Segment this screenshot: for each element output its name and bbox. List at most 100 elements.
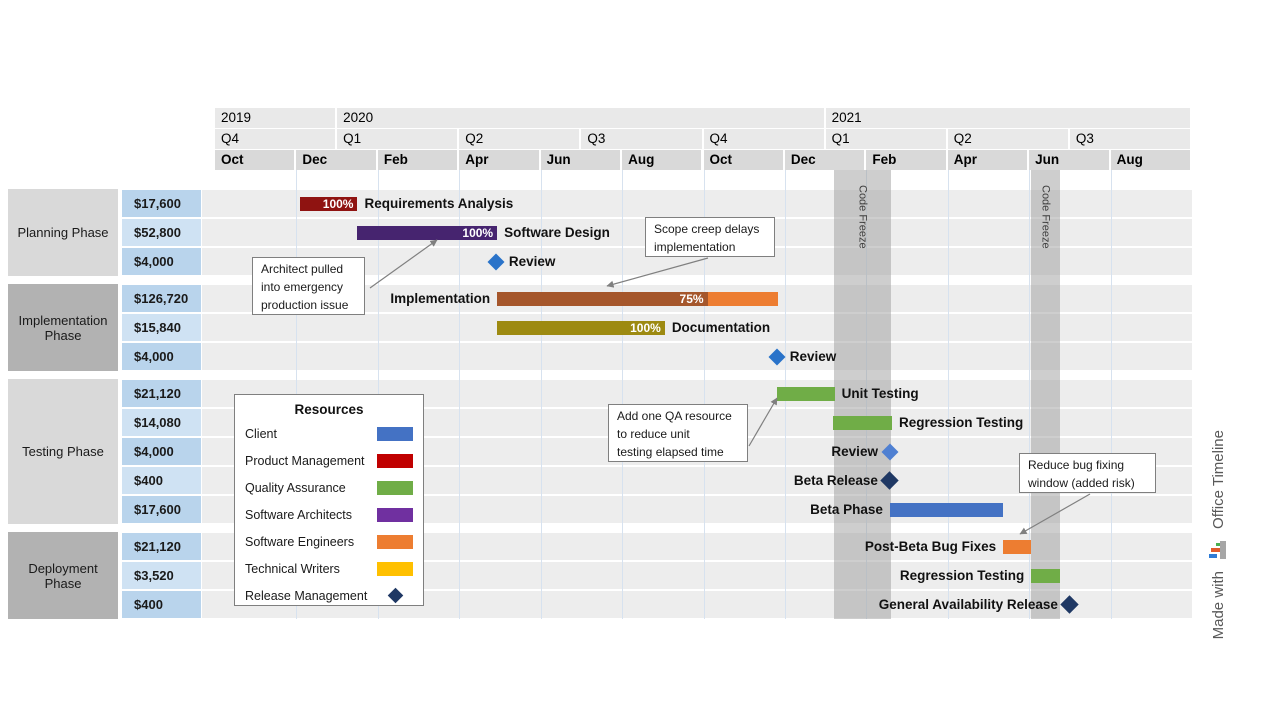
quarter-cell: Q3	[1069, 129, 1190, 149]
code-freeze-label: Code Freeze	[856, 185, 869, 249]
legend-item: Release Management	[235, 582, 423, 609]
color-swatch	[377, 534, 413, 549]
month-cell: Feb	[866, 150, 946, 170]
legend-swatch-zone	[377, 561, 413, 576]
task-bar[interactable]	[357, 225, 498, 240]
phase-label: Planning Phase	[8, 189, 118, 276]
month-cell: Apr	[459, 150, 539, 170]
legend-swatch-zone	[377, 453, 413, 468]
quarter-cell: Q2	[947, 129, 1068, 149]
row-stripe	[202, 189, 1192, 218]
phase-label: Implementation Phase	[8, 284, 118, 371]
task-label: Regression Testing	[898, 415, 1024, 430]
legend-swatch-zone	[377, 480, 413, 495]
legend-item: Product Management	[235, 447, 423, 474]
month-cell: Oct	[703, 150, 783, 170]
legend-swatch-zone	[377, 587, 413, 604]
quarter-cell: Q4	[215, 129, 336, 149]
task-bar[interactable]	[1003, 539, 1032, 554]
callout-line: Scope creep delays	[654, 222, 760, 236]
year-cell: 2019	[215, 108, 336, 128]
cost-cell: $4,000	[122, 247, 201, 276]
percent-complete-label: 100%	[630, 320, 661, 335]
color-swatch	[377, 426, 413, 441]
color-swatch	[377, 507, 413, 522]
month-cell: Aug	[622, 150, 702, 170]
month-cell: Jun	[1029, 150, 1109, 170]
callout-line: production issue	[261, 298, 349, 312]
quarter-cell: Q3	[581, 129, 702, 149]
legend-item-label: Technical Writers	[245, 561, 340, 576]
task-bar[interactable]	[776, 386, 835, 401]
cost-cell: $17,600	[122, 189, 201, 218]
year-cell: 2020	[337, 108, 824, 128]
legend-item: Technical Writers	[235, 555, 423, 582]
legend-title: Resources	[294, 402, 364, 417]
percent-complete-label: 100%	[462, 225, 494, 240]
cost-cell: $15,840	[122, 313, 201, 342]
cost-cell: $21,120	[122, 532, 201, 561]
phase-label: Deployment Phase	[8, 532, 118, 619]
cost-cell: $400	[122, 466, 201, 495]
row-stripe	[202, 342, 1192, 371]
phase-name: Implementation Phase	[18, 312, 108, 343]
legend-item-label: Quality Assurance	[245, 480, 346, 495]
callout-line: Add one QA resource	[617, 409, 732, 423]
percent-complete-label: 75%	[679, 291, 704, 306]
month-cell: Jun	[540, 150, 621, 170]
legend-swatch-zone	[377, 534, 413, 549]
cost-cell: $52,800	[122, 218, 201, 247]
percent-complete-label: 100%	[322, 196, 354, 211]
quarter-cell: Q1	[337, 129, 458, 149]
quarter-gridline	[1029, 170, 1031, 619]
color-swatch	[377, 453, 413, 468]
watermark: Office Timeline Made with	[1200, 380, 1236, 690]
legend-item-label: Release Management	[245, 588, 368, 603]
callout-line: Reduce bug fixing	[1028, 458, 1125, 472]
quarter-gridline	[459, 170, 461, 619]
month-cell: Oct	[215, 150, 295, 170]
color-swatch	[377, 561, 413, 576]
legend-item: Quality Assurance	[235, 474, 423, 501]
bar-chart-icon	[1209, 541, 1226, 560]
milestone-label: Review	[789, 349, 837, 364]
color-swatch	[377, 480, 413, 495]
month-cell: Dec	[784, 150, 865, 170]
legend-item-label: Software Engineers	[245, 534, 355, 549]
task-bar[interactable]	[832, 415, 892, 430]
phase-label: Testing Phase	[8, 379, 118, 524]
task-bar[interactable]	[889, 502, 1004, 517]
callout-qa_resource[interactable]: Add one QA resource to reduce unit testing…	[608, 404, 748, 462]
milestone-label: Review	[508, 254, 556, 269]
legend-item: Client	[235, 420, 423, 447]
task-bar-completed	[497, 291, 708, 306]
legend-swatch-zone	[377, 507, 413, 522]
month-cell: Apr	[947, 150, 1028, 170]
task-bar[interactable]	[497, 320, 665, 335]
task-label: Post-Beta Bug Fixes	[864, 539, 997, 554]
task-bar[interactable]	[1031, 568, 1061, 583]
diamond-icon	[387, 587, 403, 604]
quarter-gridline	[703, 170, 705, 619]
code-freeze-band: Code Freeze	[1031, 170, 1060, 619]
quarter-cell: Q1	[825, 129, 946, 149]
cost-cell: $21,120	[122, 379, 201, 408]
cost-cell: $3,520	[122, 561, 201, 590]
phase-name: Testing Phase	[22, 444, 104, 459]
quarter-cell: Q4	[703, 129, 824, 149]
quarter-gridline	[622, 170, 624, 619]
cost-cell: $400	[122, 590, 201, 619]
month-cell: Feb	[377, 150, 458, 170]
callout-line: testing elapsed time	[617, 445, 724, 459]
task-bar[interactable]	[300, 196, 358, 211]
callout-line: to reduce unit	[617, 427, 690, 441]
cost-cell: $17,600	[122, 495, 201, 524]
legend-item: Software Engineers	[235, 528, 423, 555]
code-freeze-band: Code Freeze	[833, 170, 891, 619]
quarter-gridline	[1110, 170, 1112, 619]
quarter-gridline	[540, 170, 542, 619]
